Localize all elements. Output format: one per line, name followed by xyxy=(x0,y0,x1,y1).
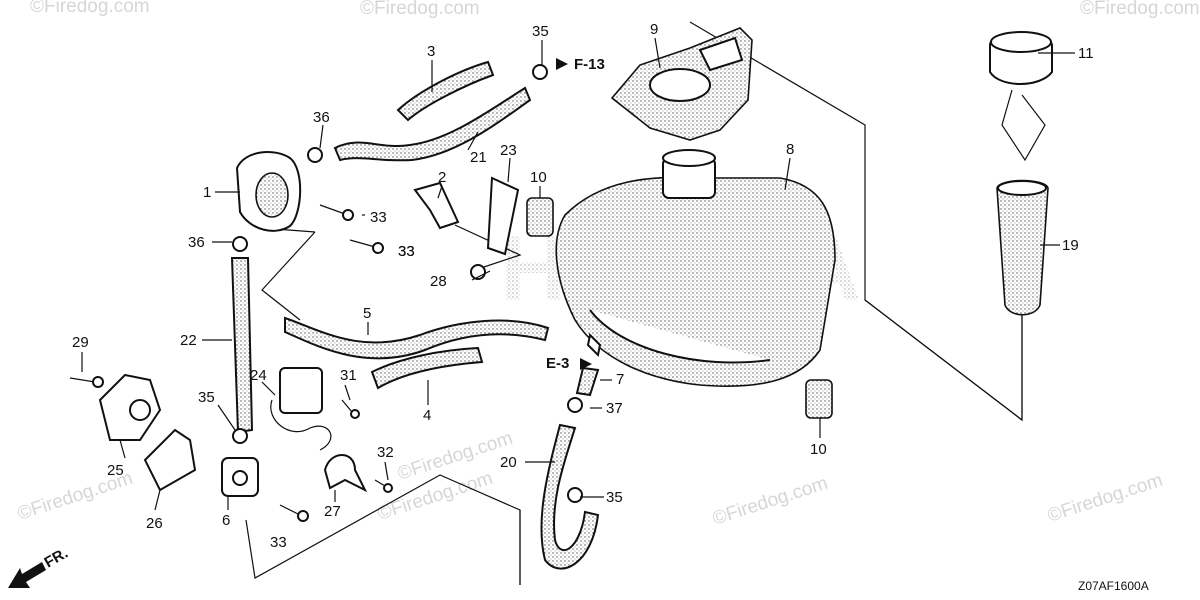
assembly-lines xyxy=(245,21,1023,585)
hose xyxy=(540,423,600,570)
watermark: ©Firedog.com xyxy=(395,428,515,485)
callout-number: 33 xyxy=(398,243,415,260)
callout-number: 26 xyxy=(146,515,163,532)
hose xyxy=(284,316,550,360)
clamp xyxy=(323,454,368,493)
callout-number: 28 xyxy=(430,273,447,290)
callout-number: 4 xyxy=(423,407,431,424)
callout-number: 19 xyxy=(1062,237,1079,254)
arrow-front-icon xyxy=(8,562,46,588)
callout-number: 10 xyxy=(530,169,547,186)
stay xyxy=(486,176,520,256)
callout-number: 31 xyxy=(340,367,357,384)
callout-number: 33 xyxy=(270,534,287,551)
callout-number: 24 xyxy=(250,367,267,384)
fuel-tank-tray xyxy=(610,27,753,141)
watermark: ©Firedog.com xyxy=(360,0,480,19)
callouts: 1 2 3 4 5 6 7 8 9 10 10 11 19 20 21 22 2… xyxy=(72,21,1094,551)
reference-label: E-3 xyxy=(546,355,569,372)
fuel-cock xyxy=(221,457,259,497)
fuel-cut-solenoid xyxy=(270,367,332,451)
drawing-code: Z07AF1600A xyxy=(1078,579,1149,593)
callout-number: 33 xyxy=(370,209,387,226)
grommet xyxy=(805,379,833,419)
fuel-cap xyxy=(989,31,1053,162)
callout-number: 1 xyxy=(203,184,211,201)
callout-number: 10 xyxy=(810,441,827,458)
direction-indicator: FR. xyxy=(8,545,71,588)
callout-number: 22 xyxy=(180,332,197,349)
watermark: ©Firedog.com xyxy=(1045,470,1165,527)
callout-number: 2 xyxy=(438,169,446,186)
callout-number: 7 xyxy=(616,371,624,388)
reference-labels: F-13 E-3 xyxy=(546,56,605,372)
callout-number: 20 xyxy=(500,454,517,471)
callout-number: 35 xyxy=(198,389,215,406)
callout-number: 27 xyxy=(324,503,341,520)
direction-label: FR. xyxy=(42,545,71,572)
watermark: ©Firedog.com xyxy=(375,468,495,525)
cover xyxy=(98,373,162,441)
watermark: ©Firedog.com xyxy=(1080,0,1200,19)
callout-number: 21 xyxy=(470,149,487,166)
arrow-right-icon xyxy=(556,58,568,70)
callout-number: 23 xyxy=(500,142,517,159)
callout-number: 9 xyxy=(650,21,658,38)
callout-number: 35 xyxy=(532,23,549,40)
watermark: ©Firedog.com xyxy=(710,473,830,530)
leader-lines xyxy=(81,37,1075,511)
hose xyxy=(333,86,532,162)
clip xyxy=(413,181,460,230)
fuel-filter xyxy=(996,179,1049,316)
watermark: ©Firedog.com xyxy=(30,0,150,17)
callout-number: 36 xyxy=(188,234,205,251)
callout-number: 8 xyxy=(786,141,794,158)
callout-number: 32 xyxy=(377,444,394,461)
hose xyxy=(575,366,600,397)
callout-number: 25 xyxy=(107,462,124,479)
callout-number: 11 xyxy=(1078,45,1094,62)
hose xyxy=(230,257,254,434)
reference-label: F-13 xyxy=(574,56,605,73)
callout-number: 33 xyxy=(398,243,415,260)
fuel-tank xyxy=(555,149,836,388)
arrow-right-icon xyxy=(580,358,592,370)
callout-number: 5 xyxy=(363,305,371,322)
fuel-pump xyxy=(235,151,302,232)
callout-number: 6 xyxy=(222,512,230,529)
callout-number: 36 xyxy=(313,109,330,126)
callout-number: 35 xyxy=(606,489,623,506)
bracket xyxy=(143,428,197,492)
callout-number: 37 xyxy=(606,400,623,417)
callout-number: 29 xyxy=(72,334,89,351)
hose xyxy=(370,346,484,390)
callout-number: 3 xyxy=(427,43,435,60)
fasteners xyxy=(69,64,583,522)
hose xyxy=(396,60,495,122)
grommet xyxy=(526,197,554,237)
